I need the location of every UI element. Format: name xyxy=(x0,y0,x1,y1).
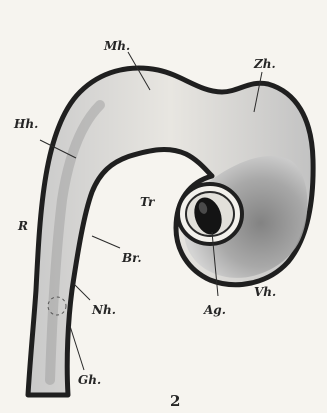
label-nh: Nh. xyxy=(92,304,116,316)
label-ag: Ag. xyxy=(204,304,226,316)
label-zh: Zh. xyxy=(254,58,276,70)
label-vh: Vh. xyxy=(254,286,276,298)
label-r: R xyxy=(18,220,28,232)
leader-br xyxy=(92,236,120,248)
figure-number: 2 xyxy=(170,394,180,409)
label-tr: Tr xyxy=(140,196,154,208)
label-mh: Mh. xyxy=(104,40,130,52)
label-br: Br. xyxy=(122,252,142,264)
label-hh: Hh. xyxy=(14,118,38,130)
leader-nh xyxy=(74,284,90,300)
label-gh: Gh. xyxy=(78,374,101,386)
leader-gh xyxy=(70,326,84,370)
